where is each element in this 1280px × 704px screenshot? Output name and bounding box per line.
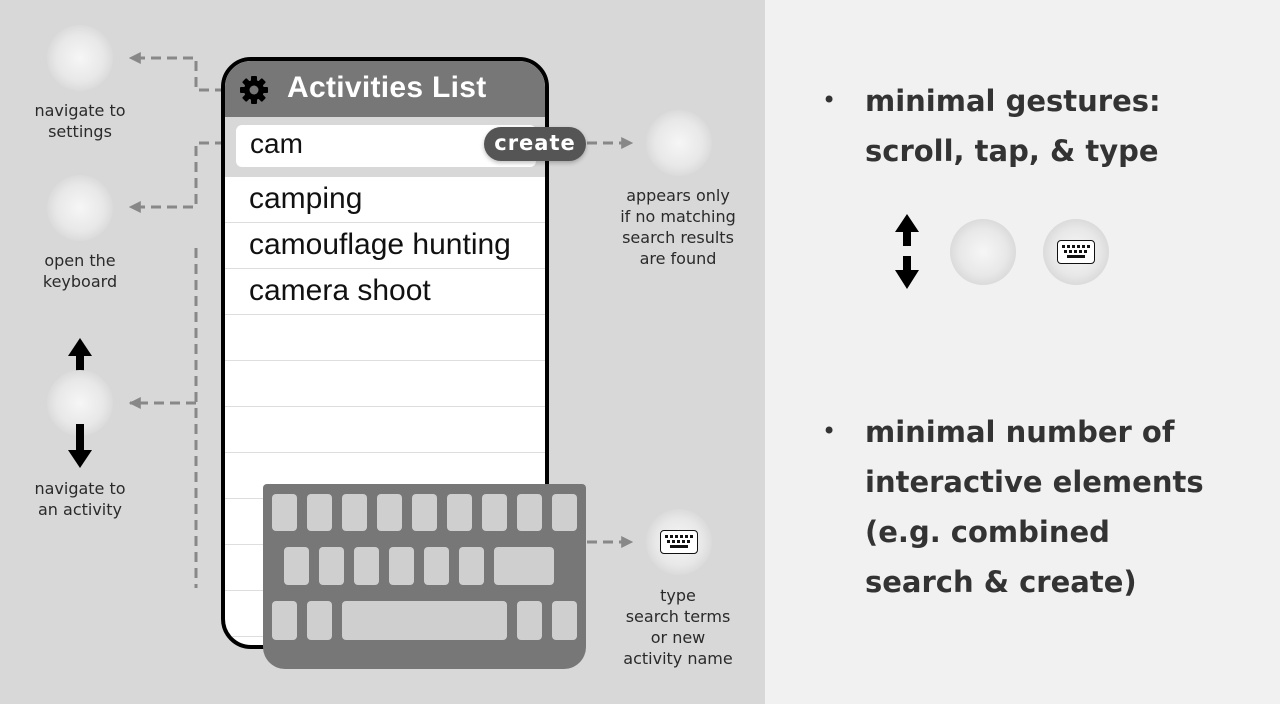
- bullet-line: minimal gestures:: [865, 84, 1161, 118]
- bullet-gestures: minimal gestures: scroll, tap, & type: [865, 76, 1161, 176]
- keyboard-key[interactable]: [552, 601, 577, 640]
- create-note-caption: appears only if no matching search resul…: [598, 185, 758, 269]
- search-input-value: cam: [250, 128, 303, 159]
- keyboard-key[interactable]: [412, 494, 437, 531]
- phone-header: Activities List: [225, 61, 545, 117]
- keyboard-open-caption: open the keyboard: [0, 250, 160, 292]
- caption-line: type: [660, 586, 696, 605]
- list-item[interactable]: camping: [225, 177, 545, 223]
- bullet-line: interactive elements: [865, 465, 1204, 499]
- list-item[interactable]: camouflage hunting: [225, 223, 545, 269]
- caption-line: search results: [622, 228, 734, 247]
- keyboard-key[interactable]: [517, 494, 542, 531]
- keyboard-key[interactable]: [377, 494, 402, 531]
- type-note-caption: type search terms or new activity name: [598, 585, 758, 669]
- bullet-dot: •: [822, 86, 837, 114]
- list-item-empty: [225, 407, 545, 453]
- caption-line: if no matching: [620, 207, 736, 226]
- keyboard-spacebar[interactable]: [342, 601, 507, 640]
- keyboard-icon: [1057, 240, 1095, 264]
- caption-line: settings: [48, 122, 112, 141]
- keyboard-key[interactable]: [459, 547, 484, 585]
- keyboard-open-connector: [128, 141, 225, 213]
- keyboard-key[interactable]: [482, 494, 507, 531]
- scroll-arrows-icon: [895, 214, 919, 289]
- activity-caption: navigate to an activity: [0, 478, 160, 520]
- bullet-dot: •: [822, 417, 837, 445]
- caption-line: navigate to: [34, 101, 126, 120]
- keyboard-key[interactable]: [319, 547, 344, 585]
- bullet-interactive-elements: minimal number of interactive elements (…: [865, 407, 1204, 607]
- create-button[interactable]: create: [484, 127, 586, 161]
- type-target-circle: [646, 509, 712, 575]
- down-arrow-icon: [68, 424, 92, 468]
- type-gesture-circle: [1043, 219, 1109, 285]
- caption-line: are found: [639, 249, 717, 268]
- keyboard-key[interactable]: [342, 494, 367, 531]
- keyboard-key[interactable]: [552, 494, 577, 531]
- bullet-line: search & create): [865, 565, 1137, 599]
- onscreen-keyboard[interactable]: [263, 484, 586, 669]
- caption-line: keyboard: [42, 272, 118, 291]
- caption-line: an activity: [37, 500, 122, 519]
- keyboard-key[interactable]: [354, 547, 379, 585]
- caption-line: activity name: [623, 649, 733, 668]
- keyboard-open-target-circle: [47, 175, 113, 241]
- bullet-line: scroll, tap, & type: [865, 134, 1159, 168]
- keyboard-return-key[interactable]: [494, 547, 554, 585]
- keyboard-key[interactable]: [272, 601, 297, 640]
- keyboard-key[interactable]: [389, 547, 414, 585]
- keyboard-key[interactable]: [447, 494, 472, 531]
- up-arrow-icon: [68, 338, 92, 382]
- keyboard-icon: [660, 530, 698, 554]
- settings-connector: [128, 52, 225, 92]
- gear-icon[interactable]: [239, 75, 269, 105]
- list-item-empty: [225, 315, 545, 361]
- bullet-line: (e.g. combined: [865, 515, 1110, 549]
- keyboard-key[interactable]: [284, 547, 309, 585]
- keyboard-key[interactable]: [307, 601, 332, 640]
- keyboard-key[interactable]: [424, 547, 449, 585]
- caption-line: open the: [44, 251, 116, 270]
- keyboard-key[interactable]: [517, 601, 542, 640]
- list-item[interactable]: camera shoot: [225, 269, 545, 315]
- caption-line: appears only: [626, 186, 730, 205]
- settings-caption: navigate to settings: [0, 100, 160, 142]
- keyboard-key[interactable]: [272, 494, 297, 531]
- keyboard-key[interactable]: [307, 494, 332, 531]
- settings-target-circle: [47, 25, 113, 91]
- right-panel: [765, 0, 1280, 704]
- caption-line: navigate to: [34, 479, 126, 498]
- create-target-circle: [646, 110, 712, 176]
- caption-line: or new: [650, 628, 706, 647]
- list-item-empty: [225, 361, 545, 407]
- tap-gesture-circle: [950, 219, 1016, 285]
- caption-line: search terms: [625, 607, 731, 626]
- bullet-line: minimal number of: [865, 415, 1175, 449]
- phone-title: Activities List: [287, 71, 487, 104]
